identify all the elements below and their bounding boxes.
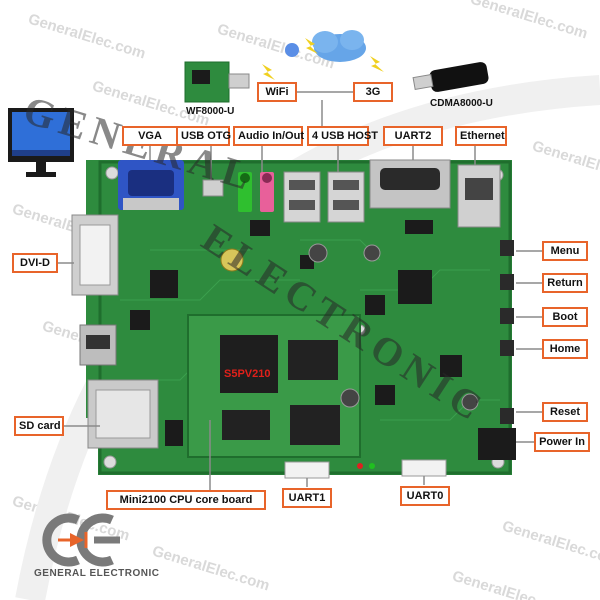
audio-jacks <box>238 172 274 212</box>
label-audio-in-out: Audio In/Out <box>233 126 304 146</box>
cpu-core-board <box>187 314 361 458</box>
label-menu: Menu <box>542 241 588 261</box>
monitor-icon <box>8 108 74 177</box>
usb-host-connectors <box>283 171 365 223</box>
wf8000-caption: WF8000-U <box>186 106 235 117</box>
uart2-connector <box>369 159 451 209</box>
antenna-icon <box>285 43 299 57</box>
ethernet-connector <box>457 164 501 228</box>
misc-components <box>130 220 462 446</box>
label-dvi-d: DVI-D <box>12 253 58 273</box>
label-vga: VGA <box>122 126 178 146</box>
power-jack <box>478 428 516 460</box>
side-buttons <box>500 240 514 424</box>
label-usb-otg: USB OTG <box>176 126 231 146</box>
lightning-icon <box>262 38 384 80</box>
cpu-chip-label: S5PV210 <box>224 368 271 380</box>
label-reset: Reset <box>542 402 588 422</box>
sd-card-slot <box>87 379 159 449</box>
label-boot: Boot <box>542 307 588 327</box>
label-wifi: WiFi <box>257 82 297 102</box>
label-usb-host: 4 USB HOST <box>307 126 378 146</box>
label-sd-card: SD card <box>14 416 64 436</box>
dvi-connector <box>71 214 119 296</box>
general-electronic-logo <box>42 513 120 567</box>
label-cpu-core-board: Mini2100 CPU core board <box>106 490 266 510</box>
label-3g: 3G <box>353 82 393 102</box>
brand-name: GENERAL ELECTRONIC <box>34 568 160 579</box>
label-ethernet: Ethernet <box>455 126 507 146</box>
leader-lines <box>58 91 542 490</box>
cdma8000-caption: CDMA8000-U <box>430 98 493 109</box>
cloud-icon <box>312 30 366 62</box>
label-power-in: Power In <box>534 432 590 452</box>
label-return: Return <box>542 273 588 293</box>
label-home: Home <box>542 339 588 359</box>
label-uart1: UART1 <box>282 488 332 508</box>
hdmi-connector <box>79 324 117 366</box>
label-uart2: UART2 <box>383 126 443 146</box>
cdma-dongle-icon <box>412 62 489 92</box>
wifi-module-icon <box>184 61 250 103</box>
usb-otg-connector <box>202 179 224 197</box>
status-leds <box>357 463 375 469</box>
label-uart0: UART0 <box>400 486 450 506</box>
vga-connector <box>118 160 184 210</box>
capacitors <box>220 243 479 411</box>
uart-headers <box>284 459 447 479</box>
